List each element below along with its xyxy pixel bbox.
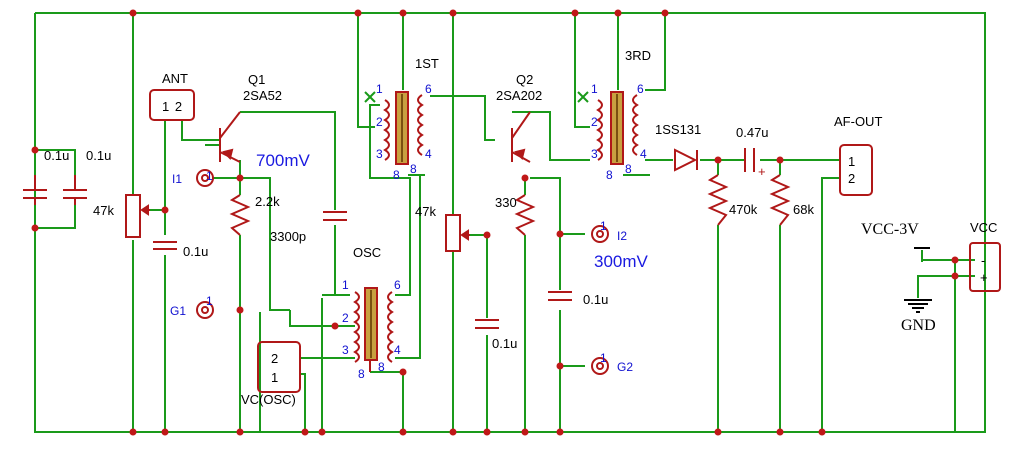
ant-connector <box>149 89 195 121</box>
label-r330: 330 <box>495 195 517 210</box>
label-c01-a: 0.1u <box>44 148 69 163</box>
capacitor-047u <box>744 148 755 172</box>
pin-3rd-3: 3 <box>591 147 598 161</box>
pin-osc-1: 1 <box>342 278 349 292</box>
label-cap-047: 0.47u <box>736 125 769 140</box>
label-r68k: 68k <box>793 202 814 217</box>
label-q2: Q2 <box>516 72 533 87</box>
label-af-pin1: 1 <box>848 154 855 169</box>
label-af-pin2: 2 <box>848 171 855 186</box>
pin-probe-i2: 1 <box>600 219 607 233</box>
pin-osc-3: 3 <box>342 343 349 357</box>
label-af-out: AF-OUT <box>834 114 882 129</box>
capacitor-c5 <box>548 291 572 301</box>
pin-osc-4: 4 <box>394 343 401 357</box>
pin-1st-4: 4 <box>425 147 432 161</box>
label-300mv: 300mV <box>594 252 649 271</box>
probe-i1 <box>196 169 214 187</box>
pin-3rd-2: 2 <box>591 115 598 129</box>
probe-g1 <box>196 301 214 319</box>
vc-osc-connector <box>257 341 301 393</box>
label-vc-pin1: 1 <box>271 370 278 385</box>
label-c01-c: 0.1u <box>183 244 208 259</box>
gnd-symbol <box>904 299 932 313</box>
resistor-2k2 <box>229 194 251 236</box>
diode-1ss131 <box>674 148 698 172</box>
pin-probe-g1: 1 <box>206 294 213 308</box>
potentiometer-47k-1 <box>125 194 150 238</box>
label-gnd: GND <box>901 317 936 334</box>
pin-1st-1: 1 <box>376 82 383 96</box>
label-vcc-plus: + <box>980 270 988 285</box>
pin-1st-6: 6 <box>425 82 432 96</box>
label-r470k: 470k <box>729 202 758 217</box>
potentiometer-47k-2 <box>445 214 470 252</box>
label-c01-e: 0.1u <box>583 292 608 307</box>
label-c3300p: 3300p <box>270 229 306 244</box>
capacitor-c4 <box>475 319 499 329</box>
label-vcc-3v: VCC-3V <box>861 221 919 238</box>
vcc-connector <box>969 242 1001 292</box>
osc-transformer <box>353 287 394 372</box>
pin-probe-i1: 1 <box>206 169 213 183</box>
label-3rd: 3RD <box>625 48 651 63</box>
label-probe-g1: G1 <box>170 304 186 318</box>
pin-3rd-4: 4 <box>640 147 647 161</box>
label-vcc: VCC <box>970 220 997 235</box>
label-c01-d: 0.1u <box>492 336 517 351</box>
pin-3rd-8b: 8 <box>625 162 632 176</box>
label-vc-pin2: 2 <box>271 351 278 366</box>
pin-1st-8a: 8 <box>393 168 400 182</box>
label-r22k: 2.2k <box>255 194 280 209</box>
pin-3rd-6: 6 <box>637 82 644 96</box>
af-out-connector <box>839 144 873 196</box>
pin-osc-6: 6 <box>394 278 401 292</box>
label-q1: Q1 <box>248 72 265 87</box>
label-diode: 1SS131 <box>655 122 701 137</box>
capacitor-c2 <box>63 175 87 205</box>
pin-1st-2: 2 <box>376 115 383 129</box>
pin-1st-3: 3 <box>376 147 383 161</box>
no-connect-marks <box>364 91 589 103</box>
label-osc: OSC <box>353 245 381 260</box>
label-1st: 1ST <box>415 56 439 71</box>
label-vc-osc: VC(OSC) <box>241 392 296 407</box>
transistor-q2 <box>511 111 531 163</box>
wires <box>34 12 986 433</box>
resistor-470k <box>707 174 729 226</box>
probe-g2 <box>591 357 609 375</box>
label-probe-i1: I1 <box>172 172 182 186</box>
label-pot1: 47k <box>93 203 114 218</box>
label-probe-g2: G2 <box>617 360 633 374</box>
pin-osc-8b: 8 <box>378 360 385 374</box>
label-q2-part: 2SA202 <box>496 88 542 103</box>
capacitor-3300p <box>323 211 347 221</box>
capacitor-c3 <box>153 241 177 250</box>
label-probe-i2: I2 <box>617 229 627 243</box>
label-cap-plus: + <box>758 164 766 179</box>
pin-1st-8b: 8 <box>410 162 417 176</box>
junction-dots <box>31 9 959 436</box>
ifx-3rd <box>596 91 639 165</box>
pin-3rd-8a: 8 <box>606 168 613 182</box>
probe-i2 <box>591 225 609 243</box>
label-c01-b: 0.1u <box>86 148 111 163</box>
label-vcc-minus: - <box>981 253 985 268</box>
pin-osc-8a: 8 <box>358 367 365 381</box>
ifx-1st <box>383 91 424 165</box>
label-700mv: 700mV <box>256 151 311 170</box>
pin-probe-g2: 1 <box>600 351 607 365</box>
pin-osc-2: 2 <box>342 311 349 325</box>
label-ant-pins: 1 2 <box>162 99 183 114</box>
capacitor-c1 <box>23 175 47 205</box>
resistor-68k <box>769 174 791 226</box>
resistor-330 <box>514 194 536 236</box>
label-ant: ANT <box>162 71 188 86</box>
label-q1-part: 2SA52 <box>243 88 282 103</box>
pin-3rd-1: 1 <box>591 82 598 96</box>
label-pot2: 47k <box>415 204 436 219</box>
transistor-q1 <box>219 111 241 163</box>
